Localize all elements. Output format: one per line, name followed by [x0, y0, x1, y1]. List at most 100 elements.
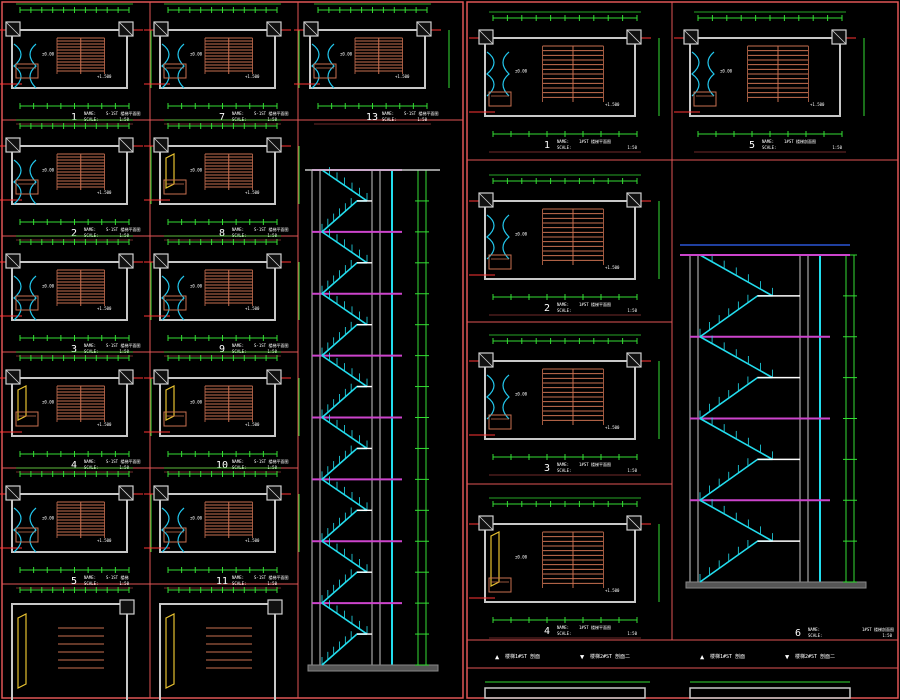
- service-shaft: [15, 63, 39, 79]
- column-hatch: [118, 21, 134, 37]
- level-mark: ±0.00: [42, 52, 55, 57]
- column-hatch: [626, 515, 642, 531]
- plan-name-label: NAME:: [232, 227, 244, 232]
- ground-slab: [685, 581, 867, 589]
- plan-title: 1#ST 楼梯平面图: [579, 301, 611, 307]
- service-shaft: [488, 577, 512, 593]
- door-swing: [502, 374, 510, 420]
- plan-title: S-1ST 楼梯平面图: [254, 226, 288, 232]
- column-hatch: [153, 21, 169, 37]
- level-mark: +1.500: [245, 190, 260, 195]
- plan-number: 1: [71, 112, 77, 123]
- plan-number: 5: [749, 140, 755, 151]
- wall-outline: [11, 261, 128, 321]
- plan-scale-label: SCALE:: [557, 308, 571, 313]
- column-hatch: [266, 369, 282, 385]
- column-hatch: [153, 369, 169, 385]
- level-mark: ±0.00: [190, 168, 203, 173]
- legend-mark: ▲: [700, 653, 705, 661]
- plan-name-label: NAME:: [557, 625, 569, 630]
- column-hatch: [153, 485, 169, 501]
- level-mark: +1.500: [97, 538, 112, 543]
- plan-scale-label: SCALE:: [557, 145, 571, 150]
- wall-outline: [689, 37, 841, 117]
- wall-outline: [159, 145, 276, 205]
- column-hatch: [683, 29, 699, 45]
- wall-outline: [309, 29, 426, 89]
- door-swing: [486, 214, 495, 260]
- service-shaft: [163, 527, 187, 543]
- stair-flight: [321, 354, 368, 388]
- column-hatch: [5, 485, 21, 501]
- plan-scale: 1:50: [119, 465, 129, 470]
- level-mark: +1.500: [97, 190, 112, 195]
- column-hatch: [266, 137, 282, 153]
- plan-title: S-1ST 楼梯平面图: [106, 110, 140, 116]
- level-mark: +1.500: [245, 306, 260, 311]
- plan-scale: 1:50: [417, 117, 427, 122]
- plan-scale-label: SCALE:: [232, 349, 246, 354]
- door-swing: [502, 51, 510, 97]
- plan-scale-label: SCALE:: [557, 468, 571, 473]
- level-mark: ±0.00: [42, 516, 55, 521]
- section-legend: ▲楼梯1#ST 剖面▼楼梯2#ST 剖面二▲楼梯1#ST 剖面▼楼梯2#ST 剖…: [484, 653, 851, 699]
- plan-title: S-1ST 楼梯平面图: [254, 458, 288, 464]
- legend-text: 楼梯1#ST 剖面: [505, 653, 540, 660]
- plan-scale-label: SCALE:: [84, 233, 98, 238]
- level-mark: +1.500: [97, 422, 112, 427]
- plan-name-label: NAME:: [84, 575, 96, 580]
- section-title: 1#ST 楼梯剖面图: [862, 626, 894, 632]
- level-mark: +1.500: [97, 306, 112, 311]
- service-shaft: [163, 411, 187, 427]
- service-shaft: [15, 295, 39, 311]
- level-mark: +1.500: [605, 265, 620, 270]
- door-swing: [161, 507, 170, 553]
- plan-title: 1#ST 楼梯平面图: [579, 461, 611, 467]
- plan-scale: 1:50: [119, 349, 129, 354]
- plan-number: 4: [71, 460, 77, 471]
- plan-title: S-1ST 楼梯平面图: [254, 110, 288, 116]
- stair-flight: [321, 293, 368, 326]
- plan-name-label: NAME:: [84, 343, 96, 348]
- plan-number: 7: [219, 112, 225, 123]
- plan-scale: 1:50: [627, 308, 637, 313]
- service-shaft: [488, 91, 512, 107]
- structural-column: [267, 599, 283, 615]
- column-hatch: [153, 137, 169, 153]
- wall-opening: [17, 613, 27, 689]
- plan-name-label: NAME:: [84, 459, 96, 464]
- service-shaft: [313, 63, 337, 79]
- door-swing: [161, 43, 170, 89]
- column-hatch: [478, 352, 494, 368]
- plan-title: 1#ST 楼梯平面图: [579, 624, 611, 630]
- plan-scale: 1:50: [627, 631, 637, 636]
- service-shaft: [693, 91, 717, 107]
- plan-number: 1: [544, 140, 550, 151]
- plan-title: S-1ST 楼梯平面图: [106, 342, 140, 348]
- level-mark: ±0.00: [190, 400, 203, 405]
- plan-scale: 1:50: [119, 233, 129, 238]
- plan-number: 2: [71, 228, 77, 239]
- plan-name-label: NAME:: [232, 459, 244, 464]
- door-swing: [29, 159, 37, 205]
- service-shaft: [15, 179, 39, 195]
- plan-scale: 1:50: [119, 117, 129, 122]
- service-shaft: [488, 414, 512, 430]
- plan-name-label: NAME:: [232, 575, 244, 580]
- legend-mark: ▲: [495, 653, 500, 661]
- partial-wall: [689, 687, 851, 699]
- column-hatch: [118, 253, 134, 269]
- door-swing: [311, 43, 320, 89]
- stair-flight: [321, 416, 368, 450]
- level-mark: ±0.00: [42, 168, 55, 173]
